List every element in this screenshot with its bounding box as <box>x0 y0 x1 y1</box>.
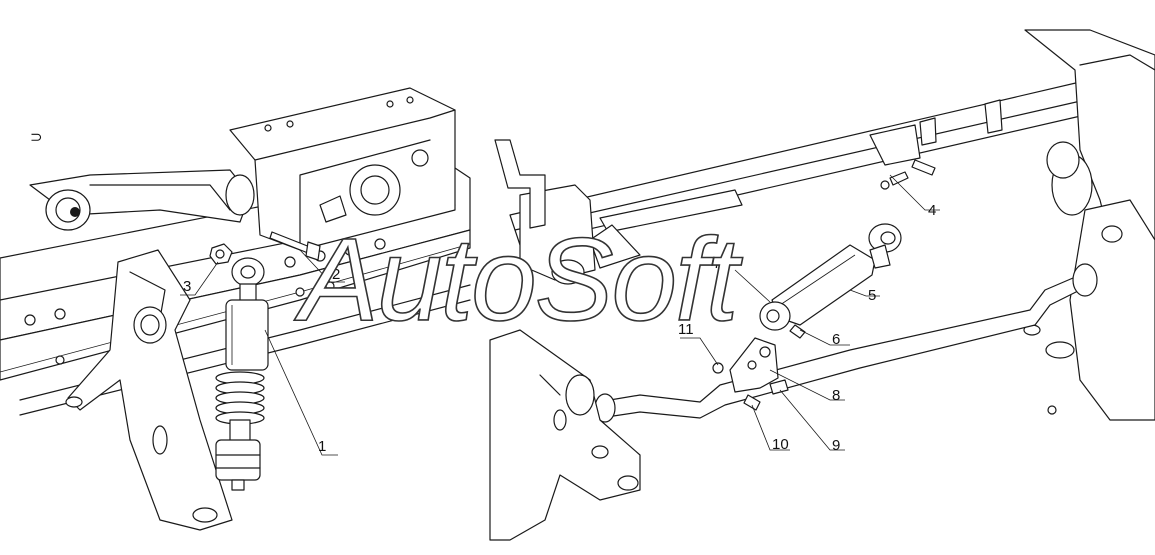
leader-7 <box>734 269 771 303</box>
callout-4: 4 <box>928 202 936 219</box>
nut-3 <box>209 243 233 265</box>
leader-6 <box>799 329 850 346</box>
right-frame <box>1023 29 1155 421</box>
leader-4 <box>889 174 940 211</box>
left-view <box>0 87 471 531</box>
leader-9 <box>779 389 845 451</box>
coil-spring <box>215 371 265 425</box>
leader-1 <box>264 329 338 456</box>
bolt-4 <box>880 159 936 190</box>
leader-5 <box>849 289 880 297</box>
leader-3 <box>180 261 219 296</box>
leader-11 <box>680 337 719 366</box>
callout-numbers: 1 2 3 4 5 6 7 8 9 10 11 ⊃ <box>30 129 936 455</box>
bolt-6 <box>789 324 806 339</box>
bolt-9 <box>769 379 789 395</box>
mounting-plates <box>494 139 743 285</box>
callout-11: 11 <box>678 321 694 338</box>
stabilizer-shock-absorber <box>759 223 902 331</box>
watermark-logo: AutoSoft <box>294 214 743 346</box>
nut-11 <box>712 362 724 374</box>
leader-10 <box>751 404 790 451</box>
callout-8: 8 <box>832 387 840 404</box>
callout-1: 1 <box>318 438 326 455</box>
callout-2: 2 <box>332 266 340 283</box>
stabilizer-bracket <box>729 337 779 393</box>
view-mark: ⊃ <box>30 129 43 146</box>
cab-bracket <box>229 87 456 251</box>
callout-7: 7 <box>713 255 721 272</box>
leader-2 <box>299 249 345 283</box>
front-spring-bracket <box>65 249 233 531</box>
cross-tube <box>509 81 1091 246</box>
callout-10: 10 <box>772 436 789 453</box>
callout-9: 9 <box>832 437 840 454</box>
callout-6: 6 <box>832 331 840 348</box>
stabilizer-arm-left <box>29 169 255 231</box>
right-view <box>489 29 1155 541</box>
bolt-10 <box>743 394 761 411</box>
leader-8 <box>769 369 845 401</box>
cab-shock-absorber <box>215 257 269 491</box>
callout-3: 3 <box>183 278 191 295</box>
stabilizer-bar-right <box>594 263 1098 423</box>
lower-left-bracket-right-view <box>489 329 641 541</box>
bolt-2 <box>269 231 321 261</box>
callout-5: 5 <box>868 287 876 304</box>
